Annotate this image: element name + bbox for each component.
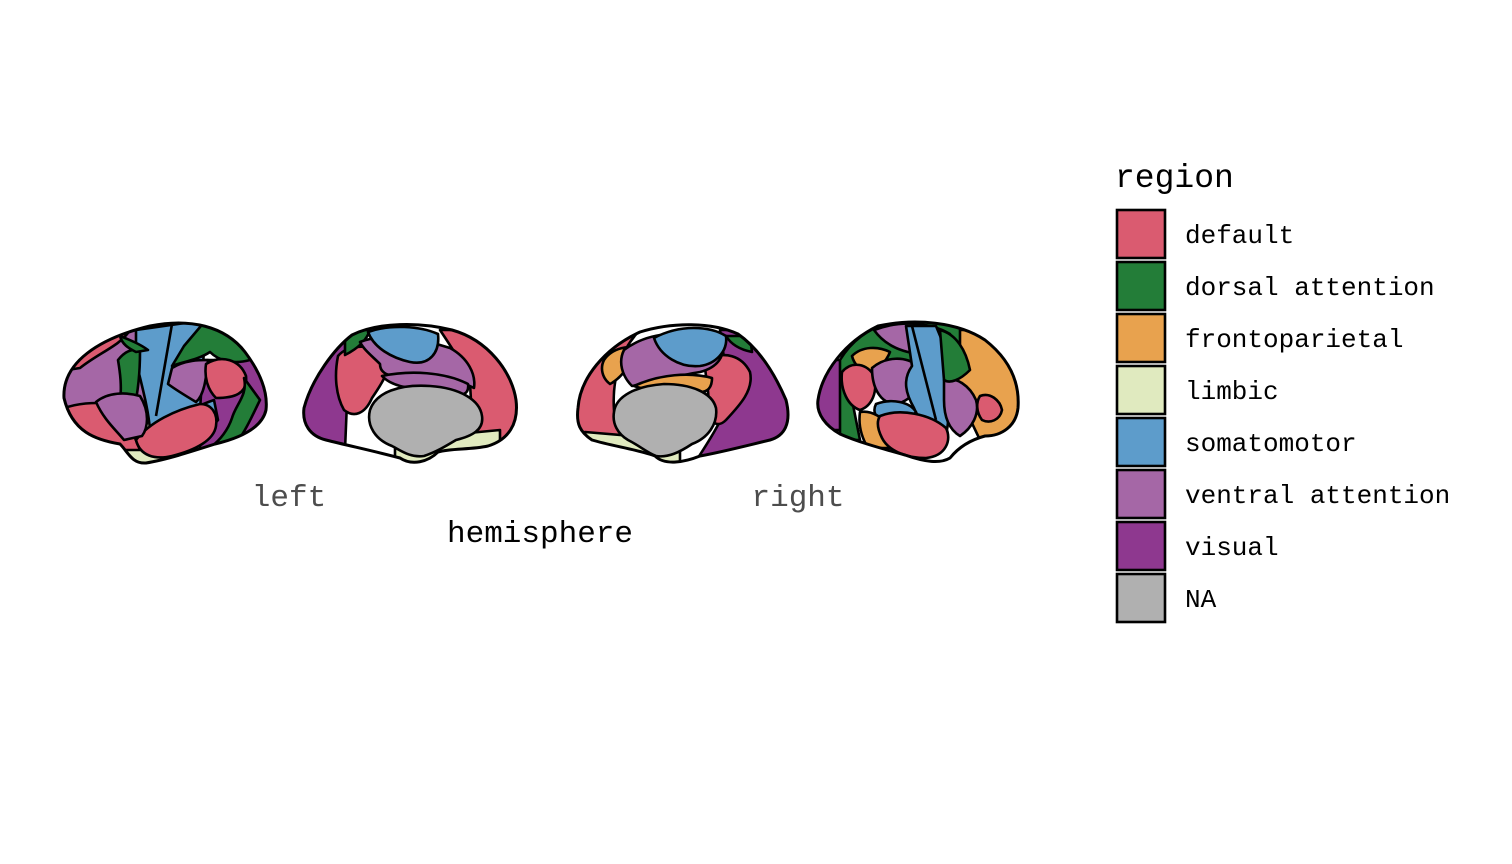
legend-key-visual [1115, 520, 1167, 572]
legend-key-default [1115, 208, 1167, 260]
legend-label-visual: visual [1185, 533, 1279, 563]
region-ventral [942, 377, 979, 438]
legend-label-na: NA [1185, 585, 1217, 615]
legend-label-somato: somatomotor [1185, 429, 1357, 459]
legend-title: region [1115, 160, 1234, 197]
legend-key-fronto [1115, 312, 1167, 364]
region-ventral [94, 392, 149, 442]
legend-key-dorsal [1115, 260, 1167, 312]
region-somato [652, 326, 728, 368]
legend: region default dorsal attention frontopari… [1115, 160, 1450, 624]
legend-label-dorsal: dorsal attention [1185, 273, 1435, 303]
region-ventral [166, 358, 210, 404]
region-default [840, 363, 877, 412]
legend-label-fronto: frontoparietal [1185, 325, 1403, 355]
hemisphere-label-left: left [252, 481, 326, 516]
right-medial-brain [576, 323, 790, 464]
hemisphere-label-right: right [751, 481, 844, 516]
region-dorsal [938, 328, 972, 383]
region-default [975, 393, 1004, 423]
region-default [204, 357, 248, 400]
region-default [134, 402, 218, 459]
legend-key-ventral [1115, 468, 1167, 520]
region-na [612, 382, 718, 458]
region-dorsal [118, 334, 150, 354]
legend-key-na [1115, 572, 1167, 624]
legend-key-somato [1115, 416, 1167, 468]
region-na [367, 384, 484, 458]
region-default [876, 411, 950, 460]
left-lateral-brain [62, 321, 268, 465]
left-medial-brain [302, 323, 518, 464]
legend-label-default: default [1185, 221, 1294, 251]
legend-key-limbic [1115, 364, 1167, 416]
region-somato [366, 325, 440, 364]
legend-label-limbic: limbic [1185, 377, 1279, 407]
legend-label-ventral: ventral attention [1185, 481, 1450, 511]
right-lateral-brain [816, 320, 1020, 464]
axis-title: hemisphere [447, 517, 633, 552]
region-dorsal [210, 376, 262, 452]
legend-items: default dorsal attention frontoparietal lim… [1115, 208, 1450, 624]
